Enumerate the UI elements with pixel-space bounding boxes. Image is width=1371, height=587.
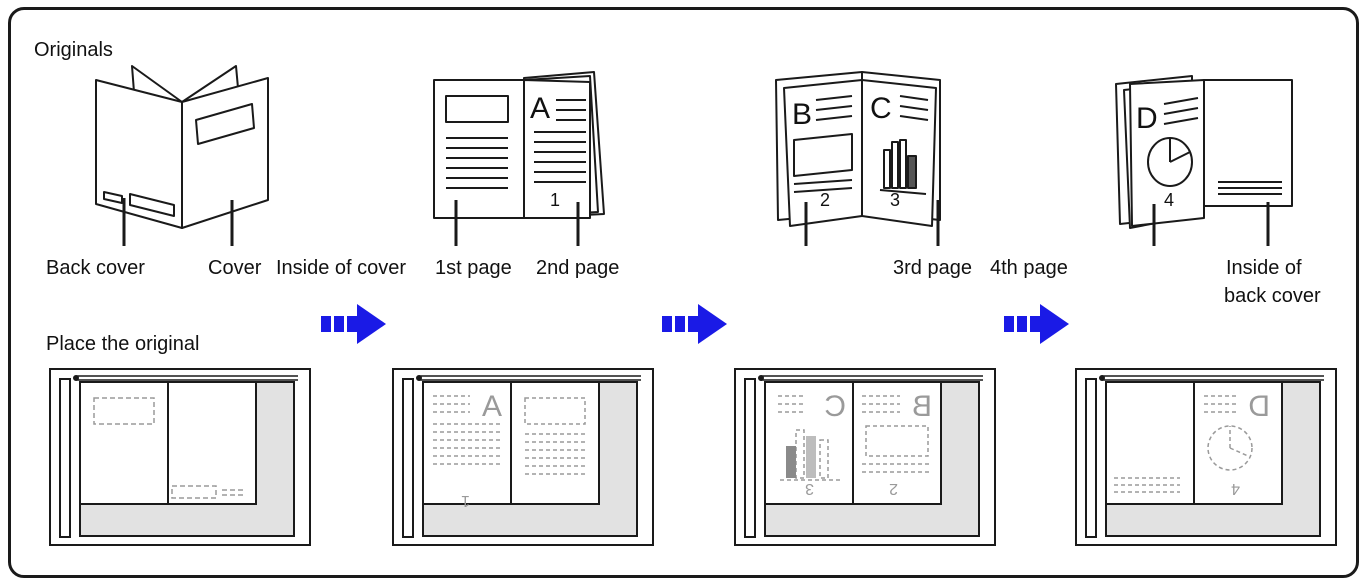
back-cover-box: [129, 193, 175, 217]
label-2nd-page: 2nd page: [536, 257, 620, 279]
dashed-right-arrow-icon: [1004, 304, 1069, 344]
page-number-3: 3: [890, 190, 900, 210]
original-spread-page-2-3: [775, 71, 941, 246]
diagram-frame: [8, 7, 1359, 578]
cover-label-box: [195, 103, 255, 145]
scanner-glass-2: [392, 368, 654, 546]
label-1st-page: 1st page: [435, 257, 512, 279]
label-4th-page: 4th page: [990, 257, 1068, 279]
label-3rd-page: 3rd page: [893, 257, 972, 279]
original-spread-page-1: [433, 71, 605, 246]
scanner-glass-4: [1075, 368, 1337, 546]
letter-b: B: [792, 98, 812, 131]
mirrored-number-4: 4: [1231, 480, 1240, 497]
label-cover: Cover: [208, 257, 262, 279]
mirrored-letter-c: C: [824, 390, 846, 423]
original-booklet-closed: [95, 65, 269, 246]
mirrored-number-1: 1: [461, 492, 470, 509]
originals-heading: Originals: [34, 39, 113, 61]
back-cover-mark: [103, 191, 123, 204]
label-inside-of-back-cover-line2: back cover: [1224, 285, 1321, 307]
dashed-right-arrow-icon: [662, 304, 727, 344]
letter-c: C: [870, 92, 892, 125]
label-inside-of-back-cover-line1: Inside of: [1226, 257, 1302, 279]
page-number-2: 2: [820, 190, 830, 210]
label-back-cover: Back cover: [46, 257, 145, 279]
page-number-4: 4: [1164, 190, 1174, 210]
letter-d: D: [1136, 102, 1158, 135]
place-the-original-heading: Place the original: [46, 333, 200, 355]
mirrored-letter-a: A: [482, 390, 502, 423]
mirrored-letter-d: D: [1248, 390, 1270, 423]
scanner-glass-3: [734, 368, 996, 546]
mirrored-letter-b: B: [912, 390, 932, 423]
mirrored-number-2: 2: [889, 480, 898, 497]
letter-a: A: [530, 92, 550, 125]
label-inside-of-cover: Inside of cover: [276, 257, 407, 279]
mirrored-number-3: 3: [805, 480, 814, 497]
scanner-glass-1: [49, 368, 311, 546]
original-spread-page-4: [1115, 75, 1293, 246]
page-number-1: 1: [550, 190, 560, 210]
dashed-right-arrow-icon: [321, 304, 386, 344]
